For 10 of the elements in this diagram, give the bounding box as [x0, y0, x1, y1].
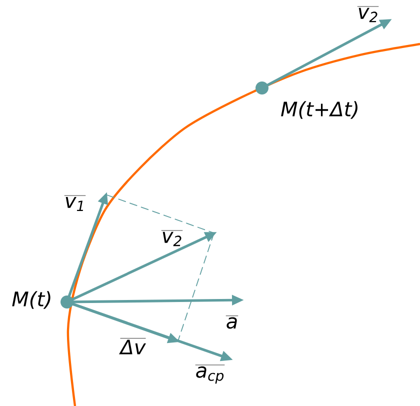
- point-dot: [256, 82, 268, 94]
- vector-label: v$_{2}$: [357, 6, 379, 22]
- point-dot: [60, 295, 74, 308]
- vector-label: v$_{1}$: [64, 195, 86, 212]
- point-label: M(t): [12, 291, 50, 309]
- vector-label: Δv: [119, 338, 146, 354]
- vector-label: a$_{cp}$: [195, 364, 225, 384]
- point-label: M(t+Δt): [281, 101, 358, 119]
- vector-label: a: [226, 316, 238, 329]
- vector-label: v$_{2}$: [161, 230, 183, 246]
